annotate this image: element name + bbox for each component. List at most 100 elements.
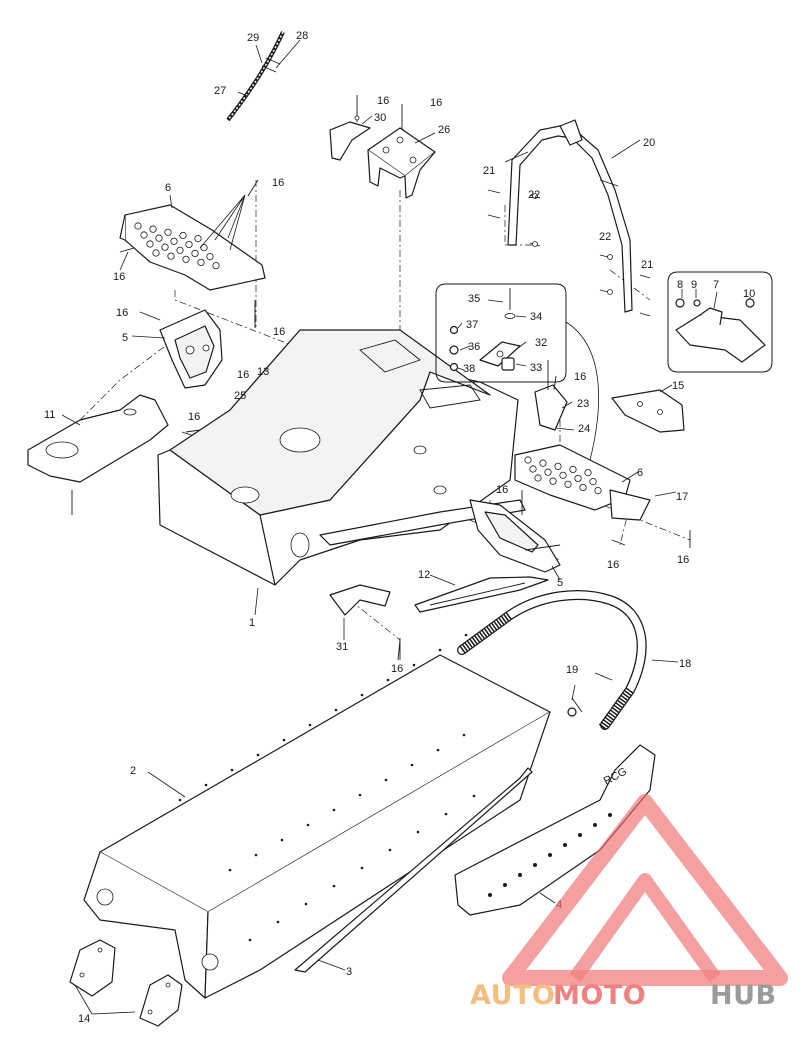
rivet-dot (308, 723, 312, 727)
callout-30: 30 (374, 112, 386, 124)
rivet-dot (503, 883, 507, 887)
callout-26: 26 (438, 124, 450, 136)
callout-16a: 16 (377, 95, 389, 107)
callout-28: 28 (296, 30, 308, 42)
callout-22b: 22 (599, 231, 611, 243)
callout-16g: 16 (237, 369, 249, 381)
part-1-chassis (157, 329, 526, 616)
footrest-hole (185, 240, 193, 249)
part-27-cable (226, 31, 301, 122)
rivet-dot (388, 848, 392, 852)
rivet-dot (248, 938, 252, 942)
footrest-hole (176, 246, 184, 254)
footrest-hole (146, 240, 154, 248)
footrest-hole (164, 228, 172, 236)
footrest-hole (197, 258, 205, 267)
callout-16f: 16 (273, 326, 285, 338)
callout-21b: 21 (641, 259, 653, 271)
callout-13: 13 (257, 366, 269, 378)
rivet-dot (410, 763, 414, 767)
rivet-dot (444, 812, 448, 816)
rivet-dot (360, 693, 364, 697)
callout-5a: 5 (122, 332, 128, 344)
footrest-hole (529, 465, 537, 473)
callout-16d: 16 (113, 271, 125, 283)
rivet-dot (416, 830, 420, 834)
fasteners-16 (119, 179, 691, 660)
rivet-dot (518, 873, 522, 877)
rivet-dot (280, 838, 284, 842)
rivet-dot (358, 793, 362, 797)
footrest-hole (149, 225, 157, 233)
footrest-hole (539, 459, 547, 467)
rivet-dot (608, 813, 612, 817)
callout-14: 14 (78, 1013, 90, 1025)
part-4-rail: RCG (454, 744, 656, 916)
rivet-dot (384, 778, 388, 782)
rivet-dot (334, 708, 338, 712)
rivet-dot (332, 808, 336, 812)
callout-22a: 22 (528, 189, 540, 201)
part-5-bracket-left (131, 300, 256, 389)
footrest-hole (152, 249, 160, 257)
callout-2: 2 (130, 765, 136, 777)
footrest-hole (191, 249, 199, 258)
callout-10: 10 (743, 288, 755, 300)
callout-11: 11 (44, 409, 55, 421)
footrest-hole (554, 462, 562, 470)
rivet-dot (386, 678, 390, 682)
rivet-dot (256, 753, 260, 757)
callout-27: 27 (214, 85, 226, 97)
footrest-hole (212, 261, 220, 270)
callout-16j: 16 (496, 484, 508, 496)
callout-17: 17 (676, 491, 688, 503)
callout-20: 20 (643, 137, 655, 149)
footrest-hole (161, 243, 169, 251)
part-12-slat (414, 574, 549, 613)
callout-18: 18 (679, 658, 691, 670)
callout-7: 7 (713, 279, 719, 291)
part-30-bracket (329, 95, 373, 161)
part-15-bracket (611, 384, 685, 433)
rivet-dot (488, 893, 492, 897)
rivet-dot (360, 866, 364, 870)
part-2-tunnel (83, 633, 551, 999)
part-6-footrest-left (119, 194, 266, 291)
footrest-hole (170, 237, 178, 245)
watermark-hub: HUB (710, 980, 777, 1011)
rivet-dot (230, 768, 234, 772)
callout-23: 23 (577, 398, 589, 410)
watermark-logo-icon (502, 794, 788, 986)
callout-33: 33 (530, 362, 542, 374)
rivet-dot (282, 738, 286, 742)
footrest-hole (549, 477, 557, 485)
rivet-dot (304, 902, 308, 906)
callout-24: 24 (578, 423, 590, 435)
footrest-hole (167, 252, 175, 260)
footrest-hole (194, 235, 202, 243)
footrest-hole (524, 456, 532, 464)
rivet-dot (276, 920, 280, 924)
footrest-hole (574, 474, 582, 483)
callout-35: 35 (468, 293, 480, 305)
callout-12: 12 (418, 569, 430, 581)
rivet-dot (412, 663, 416, 667)
callout-6b: 6 (637, 467, 643, 479)
callout-32: 32 (535, 337, 547, 349)
rivet-dot (578, 833, 582, 837)
rivet-dot (464, 633, 468, 637)
part-26-plate (367, 104, 436, 199)
part-14-plates (69, 939, 183, 1027)
part-31-bracket (329, 584, 401, 661)
rivet-dot (228, 868, 232, 872)
rivet-dot (204, 783, 208, 787)
callout-16k: 16 (607, 559, 619, 571)
part-3-rail (294, 767, 533, 973)
callout-1: 1 (249, 617, 255, 629)
rivet-dot (438, 648, 442, 652)
rivet-dot (563, 843, 567, 847)
callout-37: 37 (466, 319, 478, 331)
rivet-dot (593, 823, 597, 827)
part-11-pan (27, 394, 169, 515)
